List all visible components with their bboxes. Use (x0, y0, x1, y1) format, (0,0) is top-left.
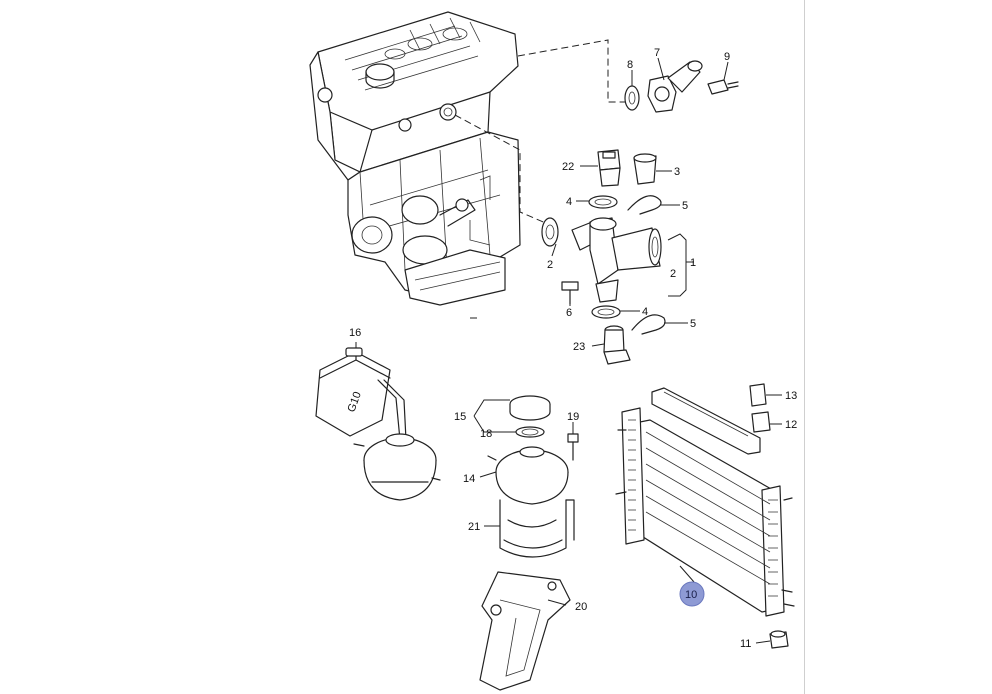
callout-19: 19 (567, 411, 579, 423)
callout-20: 20 (575, 601, 587, 613)
radiator-assembly (615, 383, 795, 649)
callout-5-upper: 5 (682, 200, 688, 212)
callout-14: 14 (463, 473, 475, 485)
thermostat-housing-assembly (541, 149, 666, 365)
callout-1: 1 (690, 257, 696, 269)
callout-18: 18 (480, 428, 492, 440)
callout-5-lower: 5 (690, 318, 696, 330)
callout-16: 16 (349, 327, 361, 339)
engine-block (309, 11, 521, 306)
callout-6: 6 (566, 307, 572, 319)
assembly-dashed-lines (454, 39, 628, 319)
callout-21: 21 (468, 521, 480, 533)
callout-3: 3 (674, 166, 680, 178)
coolant-canister-and-reservoir: G10 (315, 347, 441, 501)
callout-10[interactable]: 10 (685, 589, 697, 601)
callout-labels: 8 7 9 22 3 4 5 2 2 1 6 4 5 23 16 15 19 1… (349, 47, 797, 650)
callout-7: 7 (654, 47, 660, 59)
callout-12: 12 (785, 419, 797, 431)
callout-13: 13 (785, 390, 797, 402)
callout-2-left: 2 (547, 259, 553, 271)
callout-4-upper: 4 (566, 196, 572, 208)
page-edge-divider (804, 0, 805, 694)
callout-9: 9 (724, 51, 730, 63)
callout-15: 15 (454, 411, 466, 423)
callout-10-highlight[interactable] (679, 581, 705, 607)
callout-2-right: 2 (670, 268, 676, 280)
coolant-flange-assembly (624, 60, 739, 113)
callout-4-lower: 4 (642, 306, 648, 318)
callout-8: 8 (627, 59, 633, 71)
callout-22: 22 (562, 161, 574, 173)
leader-lines (355, 57, 782, 644)
callout-11: 11 (740, 638, 751, 650)
callout-23: 23 (573, 341, 585, 353)
expansion-tank-assembly (479, 395, 579, 691)
